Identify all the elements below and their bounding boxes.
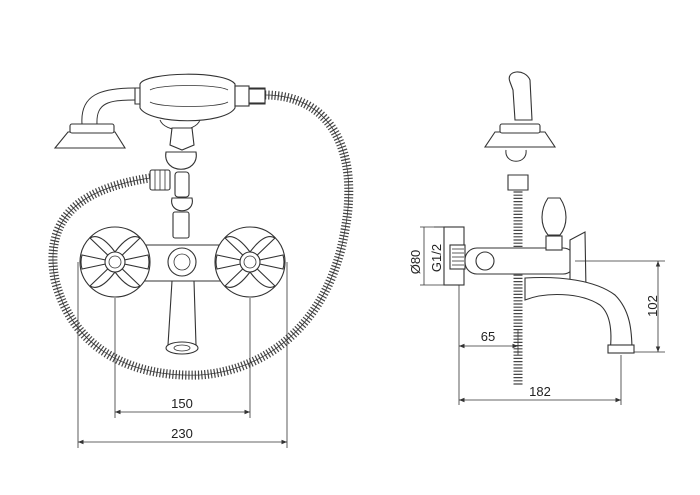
left-cross-handle [79,226,151,298]
shower-cradle [53,131,126,149]
dim-diameter: Ø80 [408,250,423,275]
spout-front [167,280,197,346]
diverter-knob [167,247,197,277]
right-cross-handle [214,226,286,298]
thread-label: G1/2 [429,244,444,272]
dim-overall-width: 230 [171,426,193,441]
side-view: Ø80 G1/2 65 182 102 [408,71,665,405]
hand-shower [134,73,266,131]
dim-depth: 65 [481,329,495,344]
side-handle [541,197,567,236]
dim-centers: 150 [171,396,193,411]
front-view: 150 230 [48,73,354,448]
dim-projection: 182 [529,384,551,399]
dim-height: 102 [645,295,660,317]
spout-side [524,277,633,353]
